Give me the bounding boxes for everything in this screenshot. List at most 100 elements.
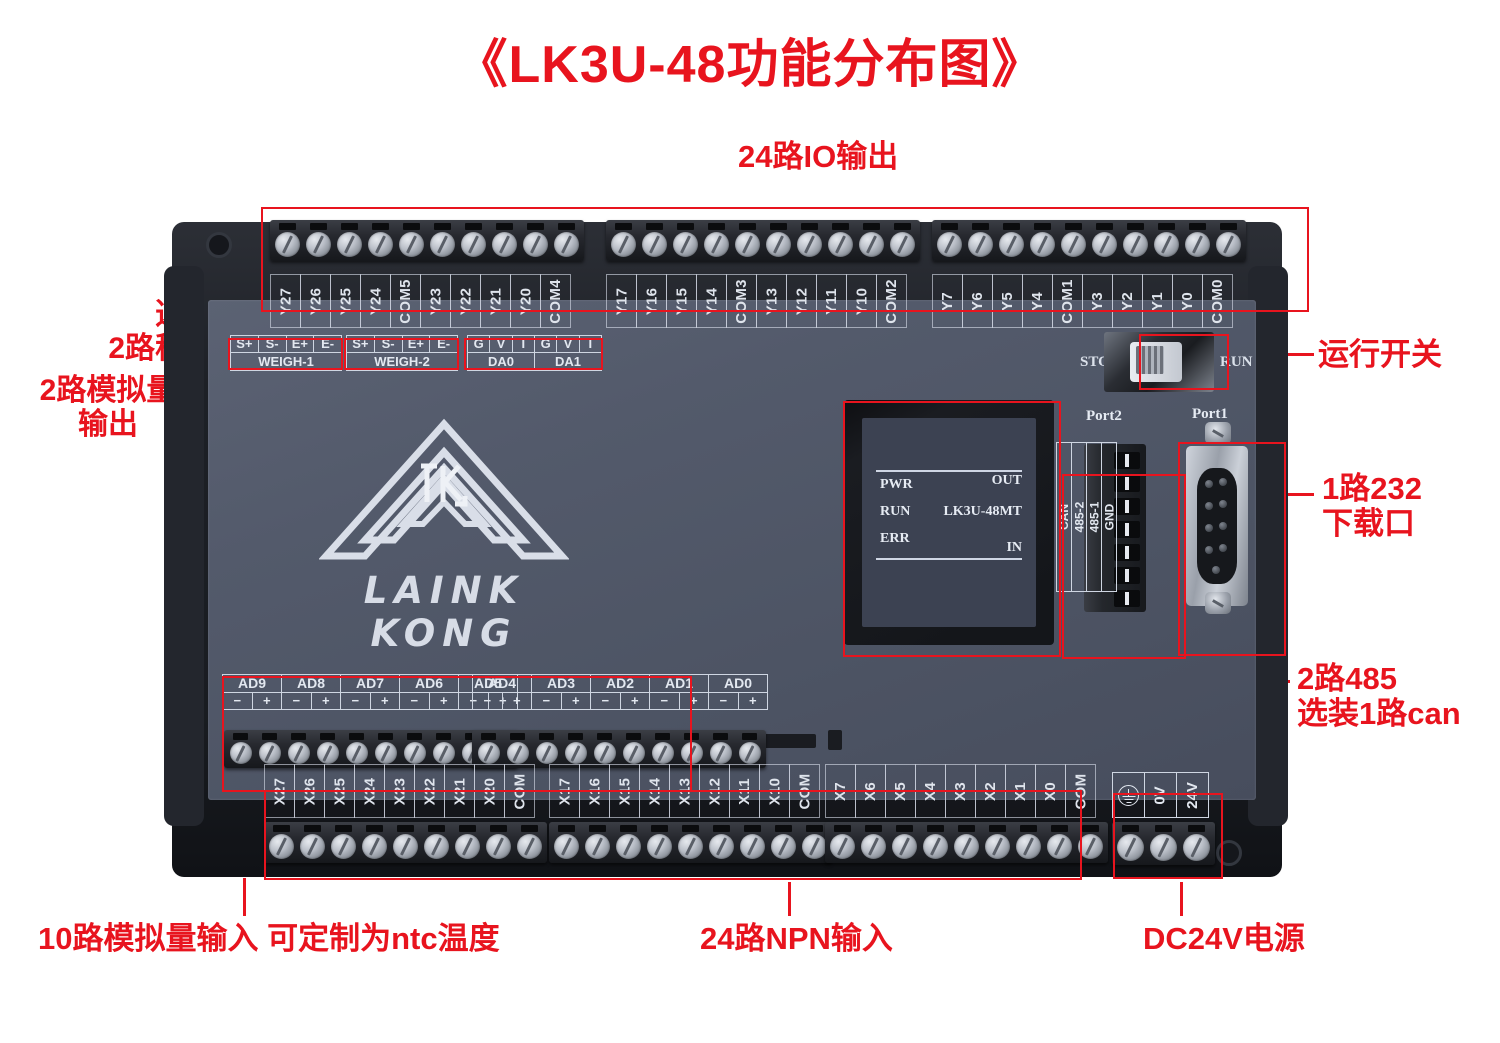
output-terminal-block-3[interactable]	[932, 220, 1246, 261]
indicator-rule-top	[876, 470, 1022, 472]
da1-pin-g: G	[540, 336, 551, 351]
run-stop-switch[interactable]	[1104, 332, 1214, 392]
earth-ground-icon	[1118, 784, 1139, 806]
ad-plus: +	[487, 693, 518, 709]
annotation-analog-output: 2路模拟量 输出	[39, 374, 177, 441]
ad-cell: AD0−+	[708, 674, 768, 710]
leader-npn-input	[788, 882, 791, 916]
port2-pin-2[interactable]	[1114, 475, 1140, 492]
ad-plus: +	[501, 693, 532, 709]
output-labels-2: Y17 Y16 Y15 Y14 COM3 Y13 Y12 Y11 Y10 COM…	[606, 274, 907, 328]
port2-connector[interactable]: Port2 CAN 485-2 485-1 GND	[1056, 408, 1146, 614]
port2-pin-4[interactable]	[1114, 521, 1140, 538]
highlight-run-switch	[1139, 334, 1229, 390]
ad-minus: −	[292, 693, 301, 708]
weigh-1-label: S+ S- E+ E- WEIGH-1	[230, 335, 342, 371]
ad-plus: +	[369, 693, 400, 709]
output-terminal-block-1[interactable]	[270, 220, 584, 261]
port2-pin-3[interactable]	[1114, 498, 1140, 515]
leader-analog-input	[243, 878, 246, 916]
highlight-npn-in	[264, 790, 1082, 880]
annotation-power: DC24V电源	[1143, 921, 1305, 956]
ad-plus: +	[678, 693, 709, 709]
faceplate	[208, 300, 1256, 800]
ad-plus: +	[310, 693, 341, 709]
ad-minus: −	[351, 693, 360, 708]
leader-rs232	[1276, 493, 1314, 496]
port2-label-gnd: GND	[1101, 442, 1117, 592]
brand-text: LAINK KONG	[363, 569, 525, 655]
port1-connector[interactable]: Port1	[1172, 406, 1264, 614]
ad-minus: −	[410, 693, 419, 708]
annotation-run-switch: 运行开关	[1318, 337, 1442, 372]
ad-plus: +	[251, 693, 282, 709]
led-run-label: RUN	[880, 504, 911, 519]
led-err-label: ERR	[880, 531, 910, 546]
annotation-npn-input: 24路NPN输入	[700, 921, 893, 956]
port2-title: Port2	[1086, 408, 1122, 424]
highlight-analog-out	[464, 338, 603, 370]
ad-minus: −	[469, 693, 478, 708]
ad-plus: +	[619, 693, 650, 709]
highlight-weigh1	[228, 338, 343, 370]
din-slot-left	[764, 734, 816, 748]
weigh1-name: WEIGH-1	[258, 354, 314, 369]
ad-minus: −	[542, 693, 551, 708]
db9-screw-bottom	[1205, 592, 1231, 614]
annotation-rs485: 2路485 选装1路can	[1297, 661, 1461, 731]
led-out-label: OUT	[991, 473, 1022, 488]
input-terminal-block-3[interactable]	[825, 822, 1108, 863]
plc-device: LAINK KONG S+ S- E+ E- WEIGH-1 S+ S- E+ …	[164, 220, 1288, 877]
db9-face	[1197, 468, 1237, 584]
leader-power	[1180, 882, 1183, 916]
input-terminal-block-2[interactable]	[549, 822, 832, 863]
indicator-rule-bottom	[876, 558, 1022, 560]
highlight-power	[1113, 793, 1223, 879]
da1-name: DA1	[554, 354, 581, 369]
ad-minus: −	[483, 693, 492, 708]
led-in-label: IN	[1006, 540, 1022, 555]
highlight-indicator	[843, 401, 1061, 657]
db9-screw-top	[1205, 422, 1231, 444]
highlight-analog-in	[222, 676, 692, 792]
ad-minus: −	[660, 693, 669, 708]
indicator-panel: PWR RUN ERR OUT LK3U-48MT IN	[862, 418, 1036, 627]
ad-minus: −	[233, 693, 242, 708]
ad-cell: AD3−+	[531, 674, 591, 710]
mount-hole-bottom-right	[1216, 840, 1242, 866]
da1-pin-i: I	[578, 336, 601, 352]
led-pwr-label: PWR	[880, 477, 913, 492]
highlight-port1	[1178, 442, 1286, 656]
page-title: 《LK3U-48功能分布图》	[455, 36, 1045, 94]
input-terminal-block-1[interactable]	[264, 822, 547, 863]
model-label: LK3U-48MT	[943, 504, 1022, 519]
din-slot-right	[828, 730, 842, 750]
db9-shell[interactable]	[1186, 446, 1248, 606]
highlight-port2	[1062, 474, 1186, 659]
da1-pin-v: V	[556, 336, 578, 352]
indicator-window: PWR RUN ERR OUT LK3U-48MT IN	[844, 400, 1054, 645]
power-terminal-labels: 0V 24V	[1112, 772, 1209, 818]
output-terminal-block-2[interactable]	[606, 220, 920, 261]
brand-logo: LAINK KONG	[284, 418, 604, 655]
annotation-rs232: 1路232 下载口	[1322, 471, 1422, 541]
port2-pin-5[interactable]	[1114, 544, 1140, 561]
highlight-io-outputs	[261, 207, 1309, 312]
analog-input-labels-right: AD4−+ AD3−+ AD2−+ AD1−+ AD0−+	[472, 674, 768, 710]
ad-plus: +	[428, 693, 459, 709]
shell-left-rail	[164, 266, 204, 826]
port2-pin-7[interactable]	[1114, 590, 1140, 607]
ad-cell: AD1−+	[649, 674, 709, 710]
highlight-weigh2	[344, 338, 459, 370]
da0-pin-g: G	[473, 336, 484, 351]
weigh2-name: WEIGH-2	[374, 354, 430, 369]
port2-body[interactable]	[1084, 444, 1146, 612]
port2-pin-1[interactable]	[1114, 452, 1140, 469]
output-labels-1: Y27 Y26 Y25 Y24 COM5 Y23 Y22 Y21 Y20 COM…	[270, 274, 571, 328]
ad-minus: −	[719, 693, 728, 708]
ad-cell: AD6−+	[399, 674, 459, 710]
power-terminal-block[interactable]	[1112, 822, 1215, 865]
port2-pin-6[interactable]	[1114, 567, 1140, 584]
ad-minus: −	[601, 693, 610, 708]
da0-pin-i: I	[511, 336, 534, 352]
